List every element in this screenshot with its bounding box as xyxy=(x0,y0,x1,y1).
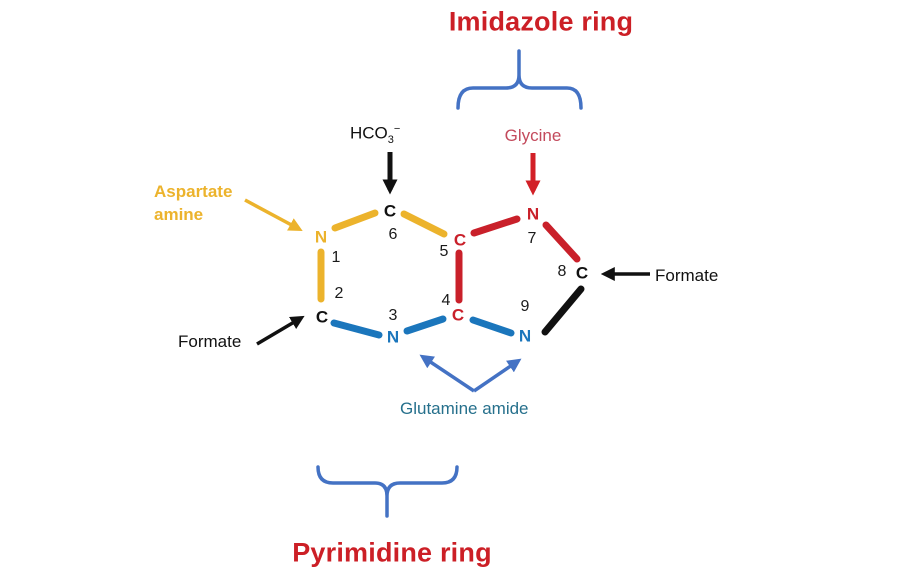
atom-number-1: 1 xyxy=(331,249,341,266)
label-aspartate-amine: Aspartate amine xyxy=(154,181,264,227)
label-glycine: Glycine xyxy=(504,126,562,145)
atom-C6: C xyxy=(383,201,397,221)
atom-N7: N xyxy=(526,204,540,224)
bond-c5-n7 xyxy=(470,215,521,237)
label-formate-right: Formate xyxy=(655,266,719,285)
aspartate-line1: Aspartate xyxy=(154,182,233,201)
atom-C2: C xyxy=(315,307,329,327)
atom-number-8: 8 xyxy=(557,263,567,280)
bond-c8-n9 xyxy=(541,285,585,336)
bond-n7-c8 xyxy=(542,221,581,263)
label-glutamine-amide: Glutamine amide xyxy=(400,399,529,418)
atom-number-5: 5 xyxy=(439,243,449,260)
label-hco3: HCO3− xyxy=(350,123,400,146)
atom-number-2: 2 xyxy=(334,285,344,302)
atom-number-6: 6 xyxy=(388,226,398,243)
atom-number-7: 7 xyxy=(527,230,537,247)
atom-C5: C xyxy=(453,230,467,250)
bond-c2-n3 xyxy=(330,319,383,339)
atom-N9: N xyxy=(518,326,532,346)
arrow-aspartate-to-n1 xyxy=(244,198,303,231)
bond-c4-n9 xyxy=(469,316,515,337)
hco3-base: HCO xyxy=(350,123,388,143)
atom-number-9: 9 xyxy=(520,298,530,315)
arrow-glutamine-to-n9 xyxy=(473,358,522,393)
atom-N3: N xyxy=(386,327,400,347)
atom-number-4: 4 xyxy=(441,292,451,309)
brace-pyrimidine-ring xyxy=(316,465,459,518)
atom-C4: C xyxy=(451,305,465,325)
atom-number-3: 3 xyxy=(388,307,398,324)
atom-N1: N xyxy=(314,227,328,247)
atom-C8: C xyxy=(575,263,589,283)
arrow-formate-to-c2 xyxy=(256,315,305,346)
label-formate-left: Formate xyxy=(178,332,242,351)
arrow-glutamine-to-n3 xyxy=(419,354,475,393)
aspartate-line2: amine xyxy=(154,204,204,224)
bond-n1-c6 xyxy=(331,209,379,232)
title-pyrimidine-ring: Pyrimidine ring xyxy=(292,537,492,568)
bond-c6-c5 xyxy=(400,210,448,238)
bond-n3-c4 xyxy=(403,315,447,335)
title-imidazole-ring: Imidazole ring xyxy=(448,6,634,37)
hco3-superscript: − xyxy=(393,123,401,135)
brace-imidazole-ring xyxy=(456,49,583,110)
hco3-subscript: 3 xyxy=(387,134,394,147)
